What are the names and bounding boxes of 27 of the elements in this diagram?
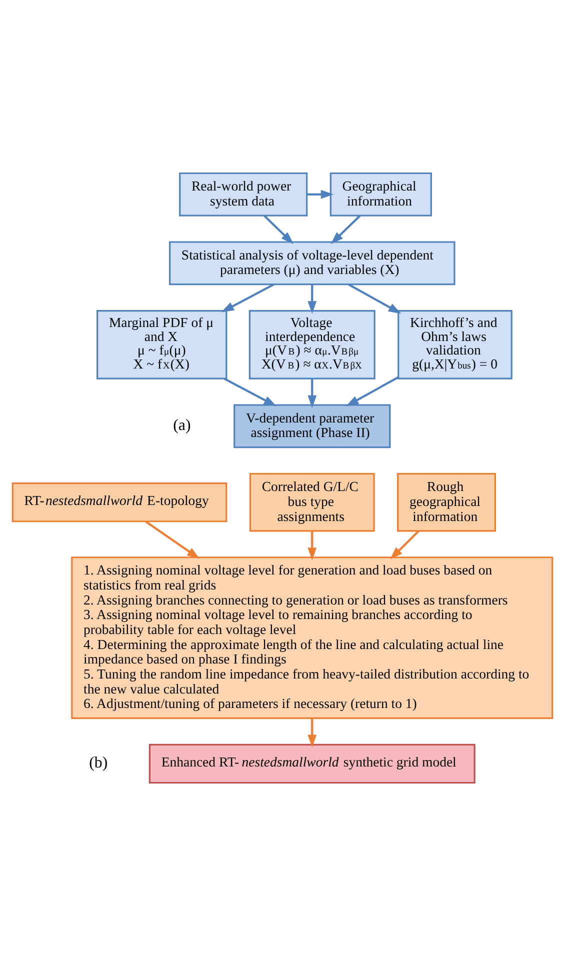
- node-box: Correlated G/L/C bus type assignments: [249, 472, 375, 532]
- node-box: Statistical analysis of voltage-level dependent parameters (μ) and variables (X): [169, 240, 456, 285]
- node-box: Enhanced RT-nestedsmallworld synthetic grid model: [148, 743, 476, 784]
- arrow: [221, 283, 274, 312]
- arrow: [307, 189, 334, 198]
- arrow: [308, 530, 317, 560]
- arrow: [348, 283, 402, 314]
- node-box: Kirchhoff’s and Ohm’s laws validation g(μ,X|Ybus) = 0: [398, 310, 512, 379]
- label: (b): [89, 754, 108, 771]
- label: (a): [173, 416, 191, 434]
- arrow: [390, 530, 420, 559]
- arrow: [264, 214, 294, 244]
- node-box: V-dependent parameter assignment (Phase II): [234, 404, 391, 448]
- node-box: 1. Assigning nominal voltage level for generation and load buses based on statistics from real grids 2. Assigning branches connecting to generation or load buses as transformers 3. Assigning nominal voltage level to remaining branches according to probability table for each voltage level 4. Determining the approximate length of the line and calculating actual line impedance based on phase I findings 5. Tuning the random line impedance from heavy-tailed distribution according to the new value calculated 6. Adjustment/tuning of parameters if necessary (return to 1): [71, 556, 554, 718]
- arrow: [346, 376, 399, 406]
- node-box: Rough geographical information: [397, 472, 496, 532]
- arrow: [308, 378, 317, 408]
- node-box: Geographical information: [330, 172, 432, 216]
- arrow: [145, 520, 200, 558]
- node-box: Real-world power system data: [179, 172, 308, 216]
- arrow: [224, 377, 277, 406]
- arrow: [308, 284, 317, 314]
- node-box: Marginal PDF of μ and X μ ~ fμ(μ) X ~ fX(X): [96, 310, 228, 379]
- node-box: RT-nestedsmallworld E-topology: [12, 482, 228, 522]
- arrow: [330, 214, 361, 244]
- node-box: Voltage interdependence μ(VB) ≈ αμ.VBβμ X(VB) ≈ αX.VBβX: [248, 310, 376, 379]
- arrow: [308, 718, 317, 747]
